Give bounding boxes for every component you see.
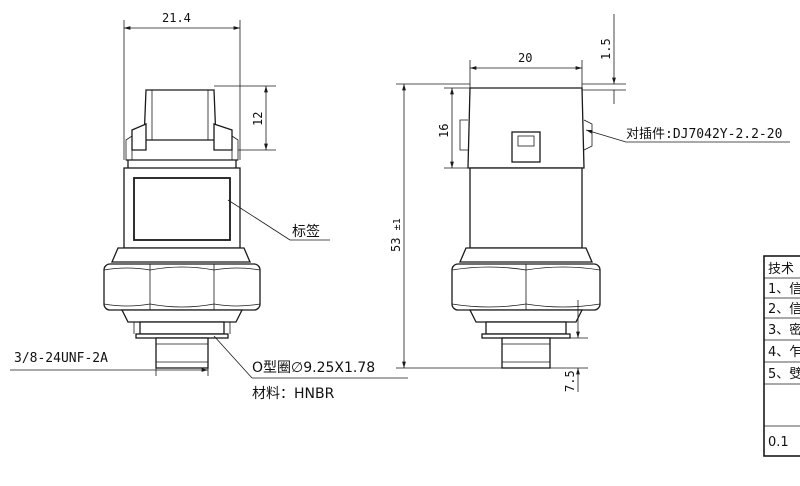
tech-row-7: 0.1 [768,435,789,450]
side-view: 20 1.5 16 53 ±1 7.5 对插件:DJ7042Y-2.2-20 [389,14,790,392]
dim-connector-height: 16 [437,124,451,138]
oring-size: 9.25X1.78 [303,360,375,376]
tech-row-5: 5、䢃 [768,367,800,382]
tech-row-4: 4、乍 [768,344,800,360]
dim-total-length-tolerance: ±1 [392,218,403,230]
oring-spec: O型圈 [252,360,291,376]
tech-row-3: 3、密 [768,322,800,338]
tech-table-header: 技术 [768,262,794,277]
front-view: 21.4 12 标签 3/8-24UNF-2A O型圈∅9.25X1.78 材料… [10,11,408,402]
tech-row-2: 2、信 [768,302,800,317]
label-window [133,177,231,241]
dim-thread-length: 7.5 [563,370,577,392]
dim-top-height: 12 [251,112,265,126]
svg-text:O型圈∅9.25X1.78: O型圈∅9.25X1.78 [252,360,375,376]
dim-top-offset: 1.5 [599,38,613,60]
svg-text:53 ±1: 53 ±1 [389,218,403,252]
tech-row-1: 1、信 [768,282,800,297]
dim-connector-width: 20 [518,51,532,65]
dim-total-length: 53 [389,238,403,252]
dim-overall-width: 21.4 [162,11,191,25]
diameter-symbol: ∅ [291,360,303,376]
label-note: 标签 [292,223,320,240]
connector-note: 对插件:DJ7042Y-2.2-20 [626,127,782,142]
material-note: 材料：HNBR [252,386,335,402]
thread-spec: 3/8-24UNF-2A [14,351,108,366]
tech-table: 技术 1、信 2、信 3、密 4、乍 5、䢃 0.1 [763,255,800,457]
